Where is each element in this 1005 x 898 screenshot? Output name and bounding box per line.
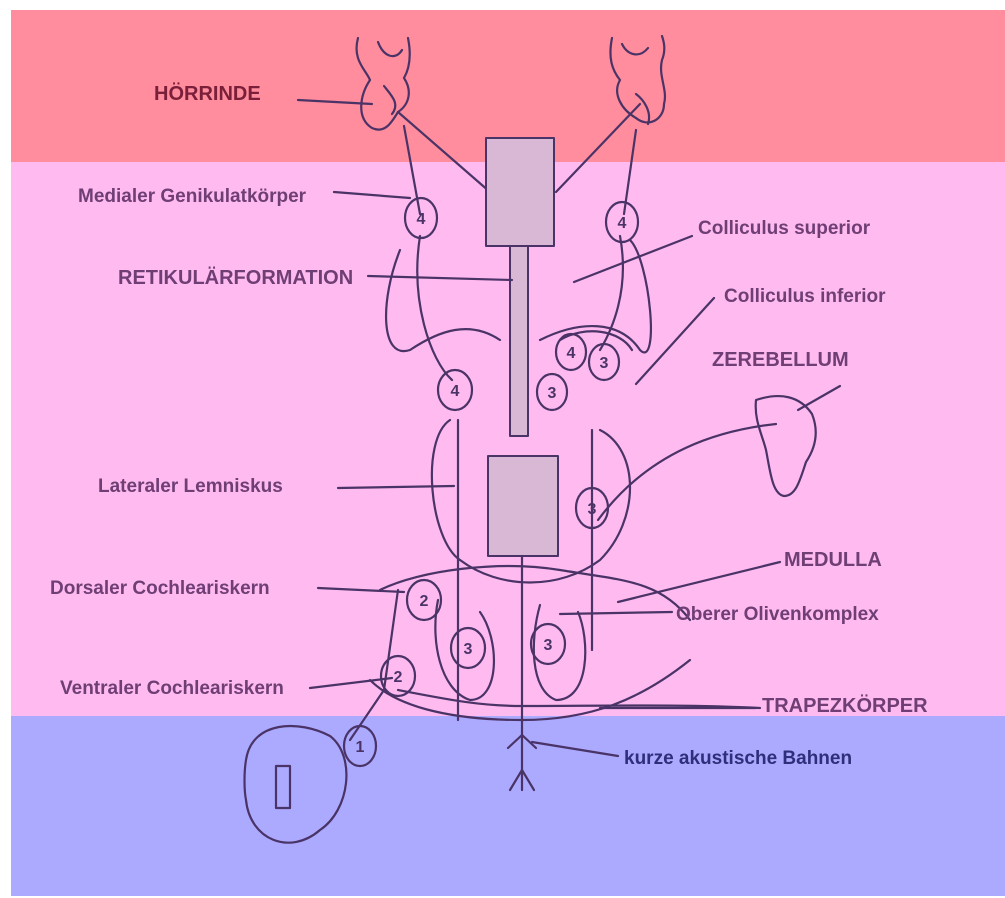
node-4-inferior-right: 4 — [556, 334, 586, 370]
label-trapezkoerper: TRAPEZKÖRPER — [762, 694, 928, 717]
trapezoid-fibers — [398, 690, 760, 708]
left-radiation — [398, 112, 490, 192]
cochlea-inner — [276, 766, 290, 808]
left-cortex-gyrus — [378, 42, 402, 56]
label-colliculus-superior: Colliculus superior — [698, 218, 871, 239]
arrow-medialer — [334, 192, 410, 198]
arrow-lemniskus — [338, 486, 454, 488]
arrow-coll-inf — [636, 298, 714, 384]
right-cortex-outline — [610, 36, 665, 122]
svg-text:4: 4 — [567, 345, 576, 362]
left-cortex-inner — [384, 86, 395, 114]
svg-text:4: 4 — [618, 215, 627, 232]
arrow-retikulaer — [368, 276, 512, 280]
node-3-colliculus-center: 3 — [537, 374, 567, 410]
svg-text:4: 4 — [451, 383, 460, 400]
svg-text:4: 4 — [417, 211, 426, 228]
node-2-dorsal: 2 — [407, 580, 441, 620]
cerebellum-outline — [756, 396, 816, 496]
svg-text:3: 3 — [600, 355, 609, 372]
node-3-olive-left: 3 — [451, 628, 485, 668]
center-fork-right — [522, 770, 534, 790]
label-medulla: MEDULLA — [784, 549, 882, 571]
label-hoerrinde: HÖRRINDE — [154, 82, 261, 105]
reticular-lower-block — [488, 456, 558, 556]
center-fork-left — [510, 770, 522, 790]
label-ventraler-cochleariskern: Ventraler Cochleariskern — [60, 678, 284, 699]
arrow-medulla — [618, 562, 780, 602]
midbrain-outline-left — [386, 250, 500, 351]
svg-text:3: 3 — [464, 641, 473, 658]
node-4-medial-left: 4 — [405, 198, 437, 238]
reticular-upper-block — [486, 138, 554, 246]
svg-text:3: 3 — [544, 637, 553, 654]
node-4-medial-right: 4 — [606, 202, 638, 242]
medulla-lower — [370, 660, 690, 720]
arrow-zerebellum — [798, 386, 840, 410]
right-cortex-gyrus — [622, 44, 648, 54]
center-branch-left — [508, 735, 522, 748]
svg-text:3: 3 — [548, 385, 557, 402]
arrow-dorsaler — [318, 588, 404, 592]
label-colliculus-inferior: Colliculus inferior — [724, 286, 886, 307]
midbrain-outline-right — [540, 240, 651, 352]
label-oberer-olivenkomplex: Oberer Olivenkomplex — [676, 604, 879, 625]
node-3-olive-right: 3 — [531, 624, 565, 664]
olive-right-outline — [534, 605, 585, 700]
svg-text:3: 3 — [588, 501, 597, 518]
label-kurze-akustische-bahnen: kurze akustische Bahnen — [624, 748, 852, 769]
cochlea-outline — [245, 726, 347, 843]
arrow-oliven — [560, 612, 672, 614]
label-medialer-genikulatkoerper: Medialer Genikulatkörper — [78, 186, 307, 207]
svg-text:2: 2 — [420, 593, 429, 610]
arrow-kurze — [532, 742, 618, 756]
auditory-nerve — [350, 590, 398, 740]
right-radiation — [556, 104, 640, 192]
reticular-neck — [510, 246, 528, 436]
label-dorsaler-cochleariskern: Dorsaler Cochleariskern — [50, 578, 270, 599]
arrow-ventraler — [310, 678, 392, 688]
cerebellar-tract — [598, 424, 776, 520]
node-1-spiral-ganglion: 1 — [344, 726, 376, 766]
label-lateraler-lemniskus: Lateraler Lemniskus — [98, 476, 283, 497]
label-retikulaerformation: RETIKULÄRFORMATION — [118, 266, 353, 289]
node-4-inferior-left: 4 — [438, 370, 472, 410]
svg-text:1: 1 — [356, 739, 365, 756]
svg-text:2: 2 — [394, 669, 403, 686]
label-zerebellum: ZEREBELLUM — [712, 349, 849, 371]
node-3-colliculus-right: 3 — [589, 344, 619, 380]
left-ascending-tract — [417, 236, 452, 380]
